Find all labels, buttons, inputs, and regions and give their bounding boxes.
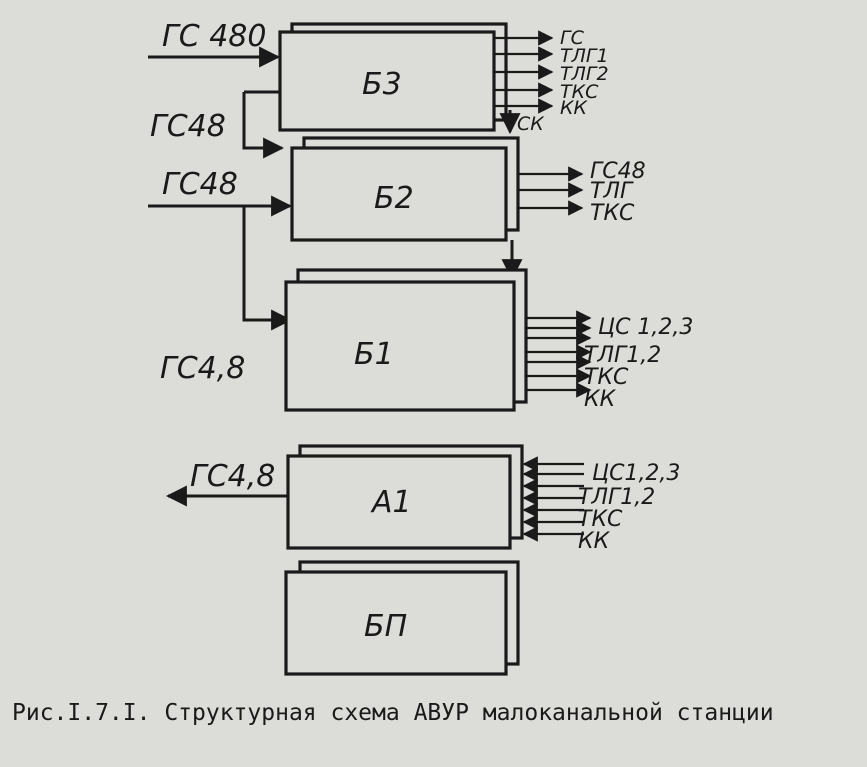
a1-input-tlg: ТЛГ1,2 [578, 485, 655, 510]
b1-output-arrows [526, 310, 592, 398]
a1-input-kk: КК [578, 529, 611, 554]
block-bp-label: БП [364, 609, 407, 644]
b2-output-tks: ТКС [590, 201, 635, 226]
b3-output-tlg2: ТЛГ2 [560, 63, 609, 85]
block-bp [284, 570, 508, 676]
b3-input-label: ГС 480 [162, 19, 266, 54]
gs48-left-label: ГС48 [162, 167, 238, 202]
b3-output-tks: ТКС [560, 81, 599, 103]
b2-output-tlg: ТЛГ [590, 179, 634, 204]
block-b1-label: Б1 [354, 337, 394, 372]
a1-input-arrows [522, 456, 584, 542]
a1-input-cs: ЦС1,2,3 [592, 461, 680, 486]
gs48-top-label: ГС48 [150, 109, 226, 144]
gs48-bus-to-b1 [242, 206, 293, 331]
block-a1 [286, 454, 512, 550]
sk-label: СК [517, 113, 545, 135]
gs48-b1-label: ГС4,8 [160, 351, 245, 386]
block-b3 [278, 30, 496, 132]
a1-output-label: ГС4,8 [190, 459, 275, 494]
block-a1-label: А1 [370, 485, 412, 520]
b1-output-tks: ТКС [584, 365, 629, 390]
b1-output-cs: ЦС 1,2,3 [598, 315, 693, 340]
block-b2 [290, 146, 508, 242]
b3-output-kk: КК [560, 97, 588, 119]
figure-caption: Рис.I.7.I. Структурная схема АВУР малока… [12, 700, 774, 726]
gs48-feed-line [242, 92, 285, 159]
b3-output-tlg1: ТЛГ1 [560, 45, 609, 67]
b1-output-kk: КК [584, 387, 617, 412]
b3-output-gs: ГС [560, 27, 585, 49]
a1-input-tks: ТКС [578, 507, 623, 532]
b2-output-arrows [518, 166, 584, 216]
b2-output-gs48: ГС48 [590, 159, 646, 184]
block-b1 [284, 280, 516, 412]
block-b2-label: Б2 [374, 181, 414, 216]
b1-output-tlg: ТЛГ1,2 [584, 343, 661, 368]
block-b3-label: Б3 [362, 67, 402, 102]
b3-output-arrows [494, 30, 554, 114]
structure-diagram: Б3 ГС 480 ГС ТЛГ1 ТЛГ2 ТКС КК СК ГС48 ГС… [148, 19, 693, 676]
